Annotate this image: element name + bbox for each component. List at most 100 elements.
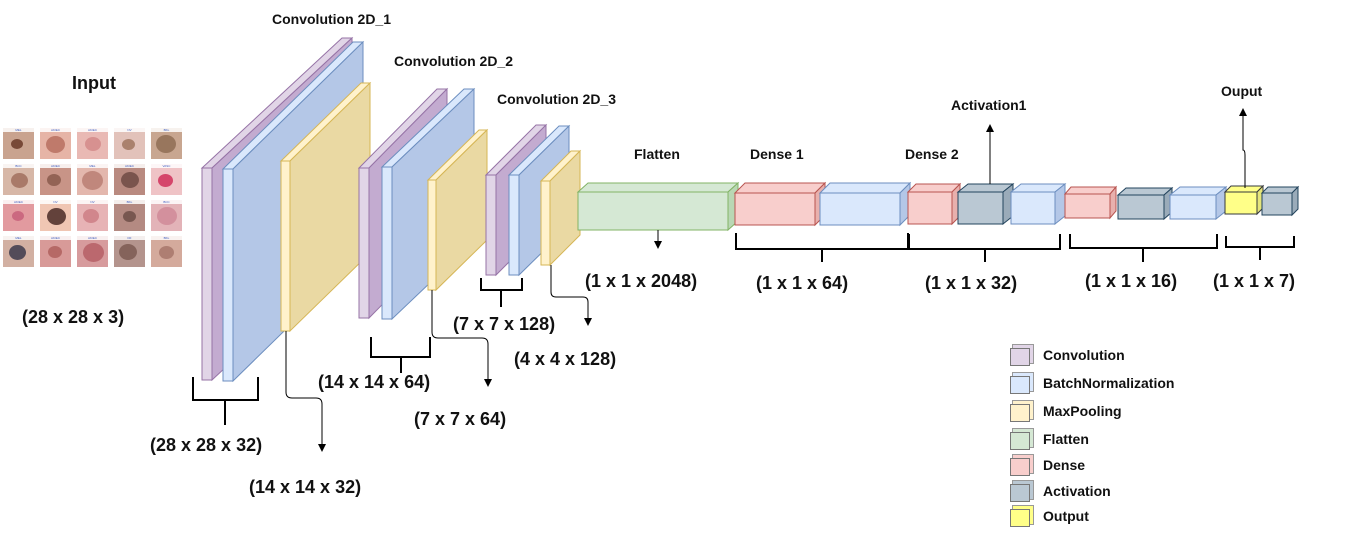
conv3-bracket [480, 278, 523, 307]
legend-label-flatten: Flatten [1043, 431, 1089, 447]
lesion-spot [45, 135, 65, 153]
lesion-spot [156, 135, 176, 153]
pool1-arrow [285, 331, 326, 452]
lesion-spot [81, 170, 103, 190]
lesion-spot [12, 211, 24, 221]
input-thumbnail-grid: MEL AKIEC AKIEC NV BKL BCC AKIEC MEL AKIEC VASC AK… [3, 128, 182, 267]
input-thumbnail: BKL [114, 200, 145, 231]
legend-swatch-convolution [1010, 348, 1030, 366]
dense64-dims: (1 x 1 x 64) [756, 273, 849, 293]
activation1-block [956, 182, 1015, 226]
legend-label-batchnormalization: BatchNormalization [1043, 375, 1175, 391]
legend-label-maxpooling: MaxPooling [1043, 403, 1122, 419]
thumbnail-tag: MEL [3, 236, 34, 240]
input-thumbnail: BKL [151, 236, 182, 267]
lesion-spot [85, 137, 101, 151]
dense16-bn-block [1168, 185, 1228, 221]
legend-swatch-maxpooling [1010, 404, 1030, 422]
input-thumbnail: VASC [151, 164, 182, 195]
thumbnail-tag: AKIEC [40, 128, 71, 132]
dense32-dims: (1 x 1 x 32) [925, 273, 1018, 293]
legend-swatch-output [1010, 509, 1030, 527]
dense16-dims: (1 x 1 x 16) [1085, 271, 1178, 291]
input-thumbnail: BCC [3, 164, 34, 195]
thumbnail-tag: NV [77, 200, 108, 204]
conv2-dims: (14 x 14 x 64) [318, 372, 431, 392]
conv2-title: Convolution 2D_2 [394, 53, 514, 69]
thumbnail-tag: BKL [151, 128, 182, 132]
conv2-bracket [370, 337, 431, 373]
legend-swatch-batchnormalization [1010, 376, 1030, 394]
dense16-block [1063, 185, 1118, 220]
dense16-act-block [1116, 186, 1174, 221]
lesion-spot [119, 244, 137, 260]
dense1-title: Dense 1 [750, 146, 804, 162]
legend-swatch-activation [1010, 484, 1030, 502]
conv3-dims: (7 x 7 x 128) [453, 314, 556, 334]
input-thumbnail: MEL [3, 128, 34, 159]
output-title: Ouput [1221, 83, 1263, 99]
pool3-block [539, 149, 582, 267]
dense2-bn-block [1009, 182, 1067, 226]
thumbnail-tag: VASC [151, 164, 182, 168]
conv1-dims: (28 x 28 x 32) [150, 435, 263, 455]
dense64-bracket [735, 233, 909, 262]
legend-label-convolution: Convolution [1043, 347, 1125, 363]
input-thumbnail: AKIEC [114, 164, 145, 195]
output-arrow [1239, 108, 1247, 188]
pool1-dims: (14 x 14 x 32) [249, 477, 362, 497]
input-thumbnail: BKL [151, 128, 182, 159]
lesion-spot [121, 172, 139, 188]
lesion-spot [122, 210, 136, 222]
input-thumbnail: AKIEC [40, 236, 71, 267]
input-title: Input [72, 73, 116, 93]
input-thumbnail: NV [77, 200, 108, 231]
lesion-spot [8, 244, 26, 260]
pool1-block [279, 81, 372, 333]
pool3-dims: (4 x 4 x 128) [514, 349, 617, 369]
thumbnail-tag: AKIEC [40, 236, 71, 240]
activation1-title: Activation1 [951, 97, 1027, 113]
flatten-dims: (1 x 1 x 2048) [585, 271, 698, 291]
dense2-block [906, 182, 962, 226]
input-thumbnail: AKIEC [77, 236, 108, 267]
pool2-block [426, 128, 489, 292]
thumbnail-tag: BCC [151, 200, 182, 204]
pool3-arrow [550, 265, 592, 326]
lesion-spot [157, 173, 173, 187]
input-thumbnail: AKIEC [3, 200, 34, 231]
input-thumbnail: BCC [151, 200, 182, 231]
input-dims: (28 x 28 x 3) [22, 307, 125, 327]
conv3-title: Convolution 2D_3 [497, 91, 617, 107]
lesion-spot [158, 245, 174, 259]
input-thumbnail: NV [40, 200, 71, 231]
flatten-title: Flatten [634, 146, 680, 162]
output-bracket [1225, 236, 1295, 260]
dense32-bracket [908, 234, 1061, 262]
thumbnail-tag: BKL [114, 200, 145, 204]
conv1-title: Convolution 2D_1 [272, 11, 392, 27]
thumbnail-tag: NV [114, 128, 145, 132]
pool2-dims: (7 x 7 x 64) [414, 409, 507, 429]
thumbnail-tag: AKIEC [77, 128, 108, 132]
thumbnail-tag: AKIEC [3, 200, 34, 204]
lesion-spot [82, 242, 104, 262]
flatten-block [576, 181, 740, 232]
thumbnail-tag: MEL [3, 128, 34, 132]
output-block [1223, 184, 1265, 216]
thumbnail-tag: NV [40, 200, 71, 204]
thumbnail-tag: AKIEC [114, 164, 145, 168]
lesion-spot [157, 207, 177, 225]
lesion-spot [10, 172, 28, 188]
input-thumbnail: DF [114, 236, 145, 267]
input-thumbnail: MEL [77, 164, 108, 195]
legend-label-output: Output [1043, 508, 1089, 524]
legend-label-activation: Activation [1043, 483, 1111, 499]
output-act-block [1260, 185, 1300, 217]
lesion-spot [121, 138, 135, 150]
dense16-bracket [1069, 234, 1218, 262]
input-thumbnail: NV [114, 128, 145, 159]
lesion-spot [83, 209, 99, 223]
thumbnail-tag: AKIEC [77, 236, 108, 240]
